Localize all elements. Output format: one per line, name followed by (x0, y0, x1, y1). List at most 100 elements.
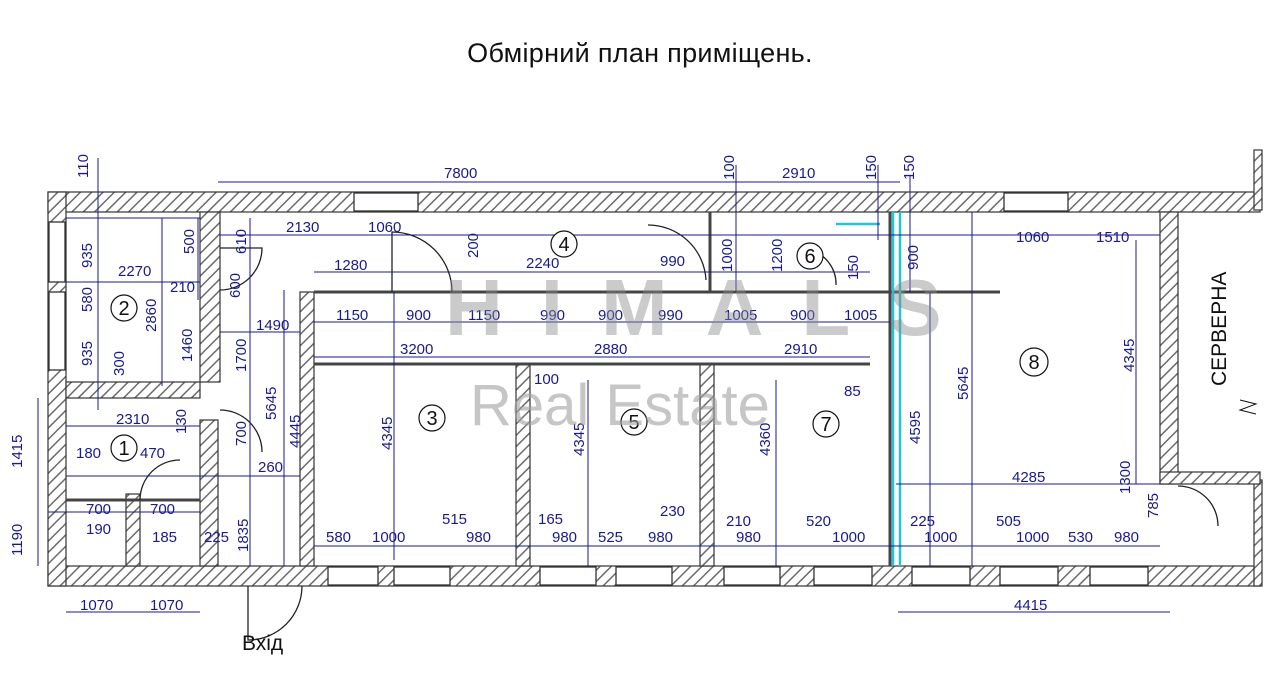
dimension-label: 2240 (526, 255, 559, 272)
dimension-label: 225 (910, 513, 935, 530)
dimension-label: 185 (152, 529, 177, 546)
dimension-label: 1280 (334, 257, 367, 274)
dimension-label: 505 (996, 513, 1021, 530)
room-marker: 1 (110, 434, 138, 462)
wall-right-lower (1253, 479, 1263, 587)
dimension-label: 580 (79, 287, 96, 312)
room-marker: 7 (812, 410, 840, 438)
dimension-label: 4345 (379, 417, 396, 450)
dimension-label: 2130 (286, 219, 319, 236)
dimension-label: 1000 (372, 529, 405, 546)
highlight-partition (836, 212, 902, 566)
room-number: 4 (558, 234, 569, 256)
dimension-label: 610 (233, 229, 250, 254)
wall-1-top (65, 381, 201, 399)
dimension-label: 700 (233, 421, 250, 446)
dimension-label: 700 (150, 501, 175, 518)
dimension-label: 990 (658, 307, 683, 324)
plan-title: Обмірний план приміщень. (467, 38, 813, 68)
dimension-label: 900 (598, 307, 623, 324)
dimension-label: 300 (111, 351, 128, 376)
dimension-label: 2910 (784, 341, 817, 358)
dimension-label: 1190 (9, 524, 26, 556)
dimension-label: 4595 (907, 411, 924, 444)
dimension-label: 1510 (1096, 229, 1129, 246)
dimension-label: 1460 (179, 329, 196, 362)
dimension-label: 130 (173, 409, 190, 434)
wall-3-5 (515, 363, 531, 567)
dimension-label: 500 (181, 229, 198, 254)
dimension-label: 980 (466, 529, 491, 546)
dimension-label: 1835 (235, 519, 252, 552)
dimension-label: 1490 (256, 317, 289, 334)
dimension-label: 700 (86, 501, 111, 518)
dimension-label: 2880 (594, 341, 627, 358)
dimension-label: 210 (170, 279, 195, 296)
dimension-label: 200 (465, 233, 482, 258)
room-number: 6 (804, 246, 815, 268)
wall-right-upper (1253, 149, 1263, 211)
room-marker: 3 (418, 404, 446, 432)
wall-5-7 (699, 363, 715, 567)
wall-wc-split (125, 493, 141, 567)
dimension-label: 900 (905, 245, 922, 270)
dimension-label: 100 (534, 371, 559, 388)
dimension-label: 935 (79, 341, 96, 366)
dimension-label: 900 (406, 307, 431, 324)
dimension-label: 470 (140, 445, 165, 462)
dimension-label: 785 (1145, 493, 1162, 518)
dimension-label: 4285 (1012, 469, 1045, 486)
room-marker: 5 (620, 408, 648, 436)
dimension-label: 2860 (143, 299, 160, 332)
wall-corridor-3 (299, 291, 315, 567)
wall-server (1159, 211, 1179, 485)
break-mark (1238, 399, 1258, 415)
wall-top (47, 191, 1261, 213)
walls (47, 149, 1263, 587)
wall-1-right (199, 419, 219, 567)
dimension-label: 4345 (571, 423, 588, 456)
dimension-label: 2310 (116, 411, 149, 428)
dimension-label: 525 (598, 529, 623, 546)
room-markers: 1 2 3 4 5 6 7 8 (110, 230, 1049, 462)
dimension-label: 990 (660, 253, 685, 270)
dimension-label: 515 (442, 511, 467, 528)
room-marker: 4 (550, 230, 578, 258)
dimension-label: 1005 (724, 307, 757, 324)
dimension-label: 4445 (287, 415, 304, 448)
dimension-label: 1000 (719, 239, 736, 272)
dimension-label: 1060 (368, 219, 401, 236)
dimension-label: 600 (227, 273, 244, 298)
dimension-label: 900 (790, 307, 815, 324)
dimension-label: 1200 (769, 239, 786, 272)
dimension-label: 530 (1068, 529, 1093, 546)
dimension-label: 1070 (80, 597, 113, 614)
wall-2-right (199, 211, 221, 383)
dimension-label: 85 (844, 383, 861, 400)
room-number: 2 (118, 298, 129, 320)
room-number: 7 (820, 414, 831, 436)
dimension-labels: 110 7800 100 2910 150 150 935 500 610 21… (9, 154, 1162, 614)
room-number: 5 (628, 412, 639, 434)
dimension-label: 260 (258, 459, 283, 476)
dimension-label: 165 (538, 511, 563, 528)
dimension-label: 110 (75, 154, 92, 178)
dimension-label: 5645 (263, 387, 280, 420)
dimension-label: 980 (736, 529, 761, 546)
dimension-label: 2270 (118, 263, 151, 280)
dimension-label: 4360 (757, 423, 774, 456)
dimension-label: 980 (648, 529, 673, 546)
dimension-lines (37, 158, 1170, 613)
dimension-label: 4345 (1121, 339, 1138, 372)
dimension-label: 935 (79, 243, 96, 268)
dimension-label: 4415 (1014, 597, 1047, 614)
dimension-label: 150 (901, 155, 918, 180)
dimension-label: 7800 (444, 165, 477, 182)
room-number: 3 (426, 408, 437, 430)
dimension-label: 150 (845, 255, 862, 280)
windows (48, 192, 1149, 586)
dimension-label: 1415 (9, 435, 26, 468)
dimension-label: 1300 (1117, 461, 1134, 494)
wall-server-bottom (1159, 471, 1261, 485)
dimension-label: 225 (204, 529, 229, 546)
